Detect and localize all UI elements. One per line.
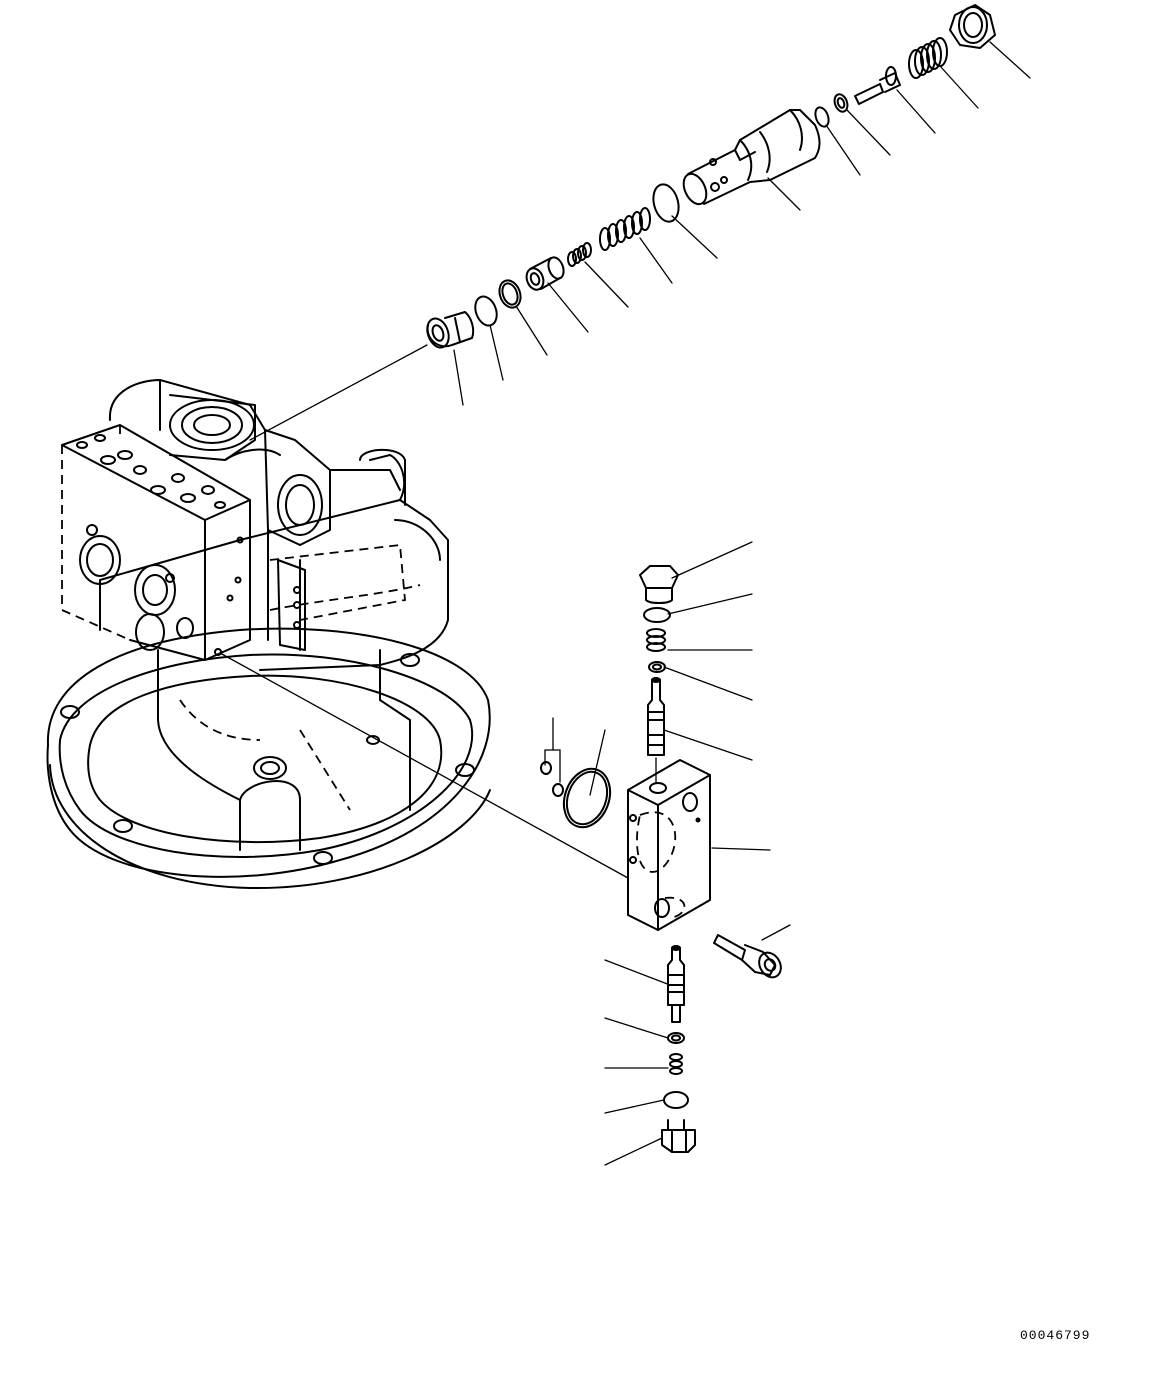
piston-part — [525, 256, 565, 291]
lower-spool-part — [667, 945, 685, 1023]
plug-part — [426, 311, 475, 349]
upper-spool-part — [647, 677, 665, 756]
drawing-reference-code: 00046799 — [1020, 1328, 1091, 1343]
relief-valve-parts — [426, 4, 996, 349]
hex-nut-part — [949, 4, 996, 49]
control-valve-assembly — [540, 565, 782, 1153]
swing-motor-housing — [46, 379, 491, 890]
bottom-plug-part — [661, 1119, 696, 1153]
valve-body-part — [682, 109, 821, 206]
small-spring-part — [567, 242, 592, 267]
top-plug-part — [639, 565, 679, 604]
socket-bolt-part — [713, 934, 782, 979]
adjust-screw-part — [854, 66, 901, 105]
coil-nut-part — [908, 37, 948, 79]
upper-callout-lines — [453, 41, 1031, 406]
valve-block-part — [627, 759, 711, 931]
large-spring-part — [599, 207, 651, 251]
assembly-leader-lines — [219, 344, 629, 879]
valve-block-top-holes — [76, 434, 226, 509]
lower-callout-lines — [589, 541, 791, 1166]
